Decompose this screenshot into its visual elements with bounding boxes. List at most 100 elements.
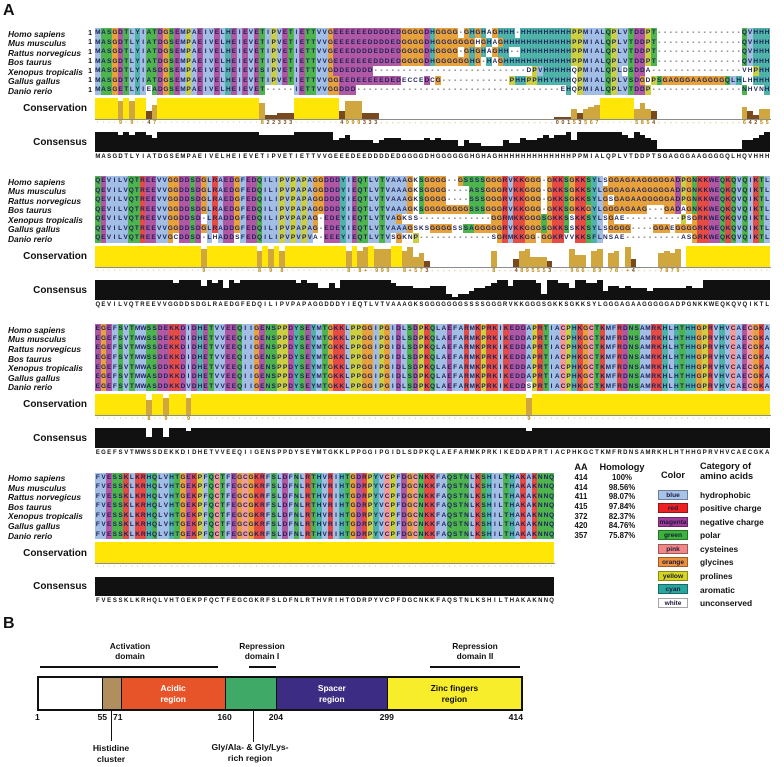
residue-cell: - [492,85,498,95]
residue-cell: T [123,28,130,38]
residue-cell: V [122,195,129,205]
residue-cell: F [202,510,209,521]
residue-cell: A [639,343,646,353]
species-label: Gallus gallus [8,224,61,235]
residue-cell: T [758,214,765,224]
residue-cell: D [639,37,646,48]
consensus-letter: S [271,598,276,604]
row-start-number: 1 [88,29,92,37]
residue-cell: L [344,333,351,344]
residue-cell: P [611,28,617,38]
residue-cell: Q [256,176,263,186]
residue-cell: Y [293,381,300,392]
residue-cell: M [582,75,589,86]
consensus-letter: P [302,301,307,308]
residue-cell: I [242,353,249,363]
consensus-bar [764,132,770,152]
residue-cell: L [344,343,351,353]
residue-cell: - [735,37,742,48]
residue-cell: E [245,195,252,205]
residue-cell: H [571,353,578,363]
residue-cell: L [597,176,603,186]
conservation-bar [541,256,547,267]
residue-cell: I [202,66,209,76]
residue-cell: P [378,353,385,363]
residue-cell: K [758,343,765,353]
conservation-symbol: · [108,564,111,570]
residue-cell: R [486,324,493,334]
residue-cell: S [474,176,480,186]
consensus-bar [276,428,283,448]
residue-cell: S [112,520,118,530]
consensus-letter: E [362,153,367,160]
residue-cell: R [697,223,704,234]
residue-cell: G [485,176,492,186]
consensus-letter: G [708,153,713,160]
conservation-bar [163,542,169,563]
conservation-symbol: - [726,119,729,126]
conservation-bar [157,542,164,563]
residue-cell: S [151,66,158,76]
conservation-bar [611,393,617,415]
consensus-bar [492,145,498,152]
conservation-symbol: · [227,564,230,570]
residue-cell: K [580,195,586,205]
consensus-letter: A [631,301,636,308]
consensus-bar [146,576,152,596]
conservation-bar [293,97,300,119]
residue-cell: A [191,28,198,38]
residue-cell: L [219,85,226,95]
residue-cell: G [569,204,575,215]
residue-cell: H [497,28,504,38]
residue-cell: V [156,185,162,196]
conservation-bar [323,245,330,267]
legend-category-label: positive charge [700,503,762,514]
conservation-bar [134,245,140,267]
residue-cell: P [531,333,538,344]
residue-cell: P [701,362,708,373]
consensus-letter: G [458,301,463,308]
conservation-symbol: · [267,415,269,422]
consensus-bar [458,145,464,152]
consensus-letter: G [464,153,469,160]
conservation-symbol: · [391,564,394,570]
residue-cell: D [639,66,646,76]
consensus-letter: R [708,449,713,456]
residue-cell: A [554,333,561,344]
consensus-bar [718,148,725,152]
consensus-bar [563,282,570,300]
consensus-letter: D [367,153,373,160]
residue-cell: D [384,47,390,57]
conservation-symbol: 9 [525,267,529,274]
residue-cell: S [270,510,277,521]
consensus-letter: L [731,153,735,160]
residue-cell: G [524,195,531,205]
residue-cell: M [316,343,322,353]
residue-cell: S [270,372,277,382]
residue-cell: L [435,333,441,344]
residue-cell: E [361,56,368,67]
conservation-symbol: · [539,415,542,422]
residue-cell: E [338,28,345,38]
consensus-letter: M [316,449,322,456]
residue-cell: G [440,195,447,205]
consensus-letter: H [719,449,724,456]
conservation-bar [686,245,692,267]
residue-cell: G [163,28,169,38]
residue-cell: G [446,37,453,48]
residue-cell: K [123,482,130,492]
residue-cell: R [361,510,368,521]
consensus-bar [446,428,453,448]
conservation-symbol: · [425,415,428,422]
residue-cell: K [134,472,141,483]
residue-cell: A [306,185,313,196]
conservation-bar [282,112,288,119]
consensus-letter: E [163,449,168,456]
residue-cell: S [146,324,152,334]
residue-cell: K [123,472,130,483]
residue-cell: - [401,85,407,95]
residue-cell: Q [429,381,436,392]
residue-cell: E [231,324,237,334]
